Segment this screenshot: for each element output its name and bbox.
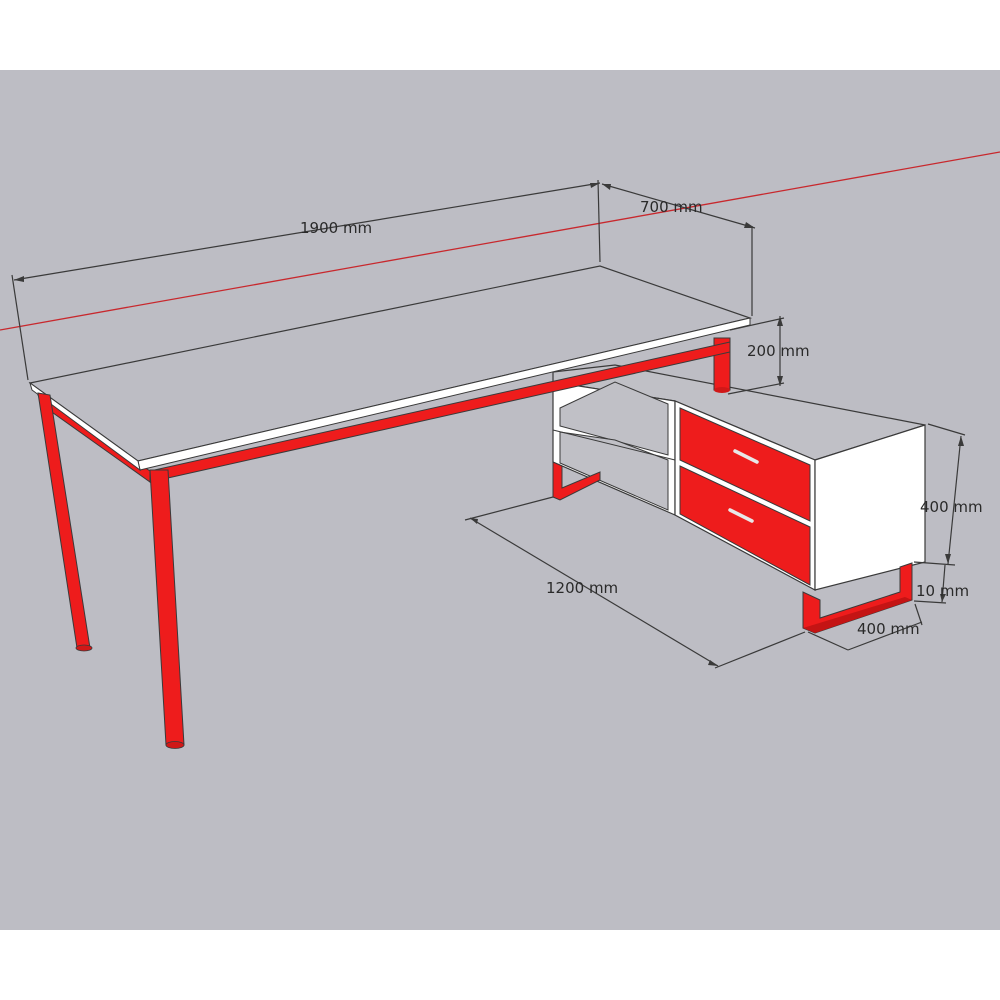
upper-drawer-front <box>679 407 811 522</box>
lower-drawer-front <box>679 465 811 586</box>
arrowhead-icon <box>470 518 478 524</box>
desk-length-dimension-line <box>13 182 601 281</box>
upper-shelf-interior <box>559 381 669 456</box>
cabinet-depth-dimension-line-2 <box>847 621 923 651</box>
arrowhead-icon <box>590 183 600 188</box>
upper-drawer-handle-icon <box>733 449 759 464</box>
shelf-board <box>552 429 676 461</box>
desk-back-leg-foot <box>714 387 730 393</box>
cabinet-height-tick-top <box>927 423 966 436</box>
arrowhead-icon <box>777 316 783 326</box>
cabinet-length-extension-left <box>464 496 554 521</box>
cabinet-depth-label: 400 mm <box>857 620 920 638</box>
arrowhead-icon <box>940 594 946 602</box>
desk-depth-label: 700 mm <box>640 198 703 216</box>
dimension-arrowheads <box>14 183 964 666</box>
cabinet-height-dimension-line <box>947 435 962 565</box>
perspective-guide-line <box>0 151 1000 331</box>
desk-front-right-leg-foot <box>165 741 185 749</box>
arrowhead-icon <box>777 376 783 386</box>
arrowhead-icon <box>744 222 755 228</box>
lower-drawer-handle-icon <box>728 508 754 523</box>
desk-length-label: 1900 mm <box>300 219 372 237</box>
desk <box>28 265 753 749</box>
cabinet-length-dimension-line <box>469 517 719 667</box>
side-cabinet <box>552 364 926 634</box>
desk-length-extension-right <box>597 179 601 263</box>
cabinet-side-panel <box>814 424 926 591</box>
desk-front-left-leg-foot <box>75 644 93 652</box>
cabinet-depth-extension <box>914 603 923 626</box>
frame-height-tick <box>913 600 947 604</box>
arrowhead-icon <box>602 184 611 190</box>
desk-length-extension-left <box>11 274 29 381</box>
cabinet-gap-label: 200 mm <box>747 342 810 360</box>
arrowhead-icon <box>958 436 964 446</box>
cabinet-depth-dimension-line <box>807 631 849 651</box>
cabinet-left-sled-leg <box>552 461 601 501</box>
cabinet-length-extension-right <box>714 631 806 669</box>
arrowhead-icon <box>14 276 24 282</box>
desktop-side-edge <box>29 381 141 472</box>
cabinet-sled-base <box>803 597 912 633</box>
arrowhead-icon <box>708 660 718 666</box>
dimension-annotations <box>11 179 966 669</box>
cabinet-height-tick-bottom <box>913 561 956 566</box>
desk-depth-dimension-line <box>601 183 756 229</box>
frame-height-label: 10 mm <box>916 582 969 600</box>
cabinet-height-label: 400 mm <box>920 498 983 516</box>
cabinet-gap-tick-top <box>729 317 785 331</box>
arrowhead-icon <box>945 554 951 564</box>
cabinet-gap-tick-bottom <box>727 382 785 395</box>
cabinet-length-label: 1200 mm <box>546 579 618 597</box>
